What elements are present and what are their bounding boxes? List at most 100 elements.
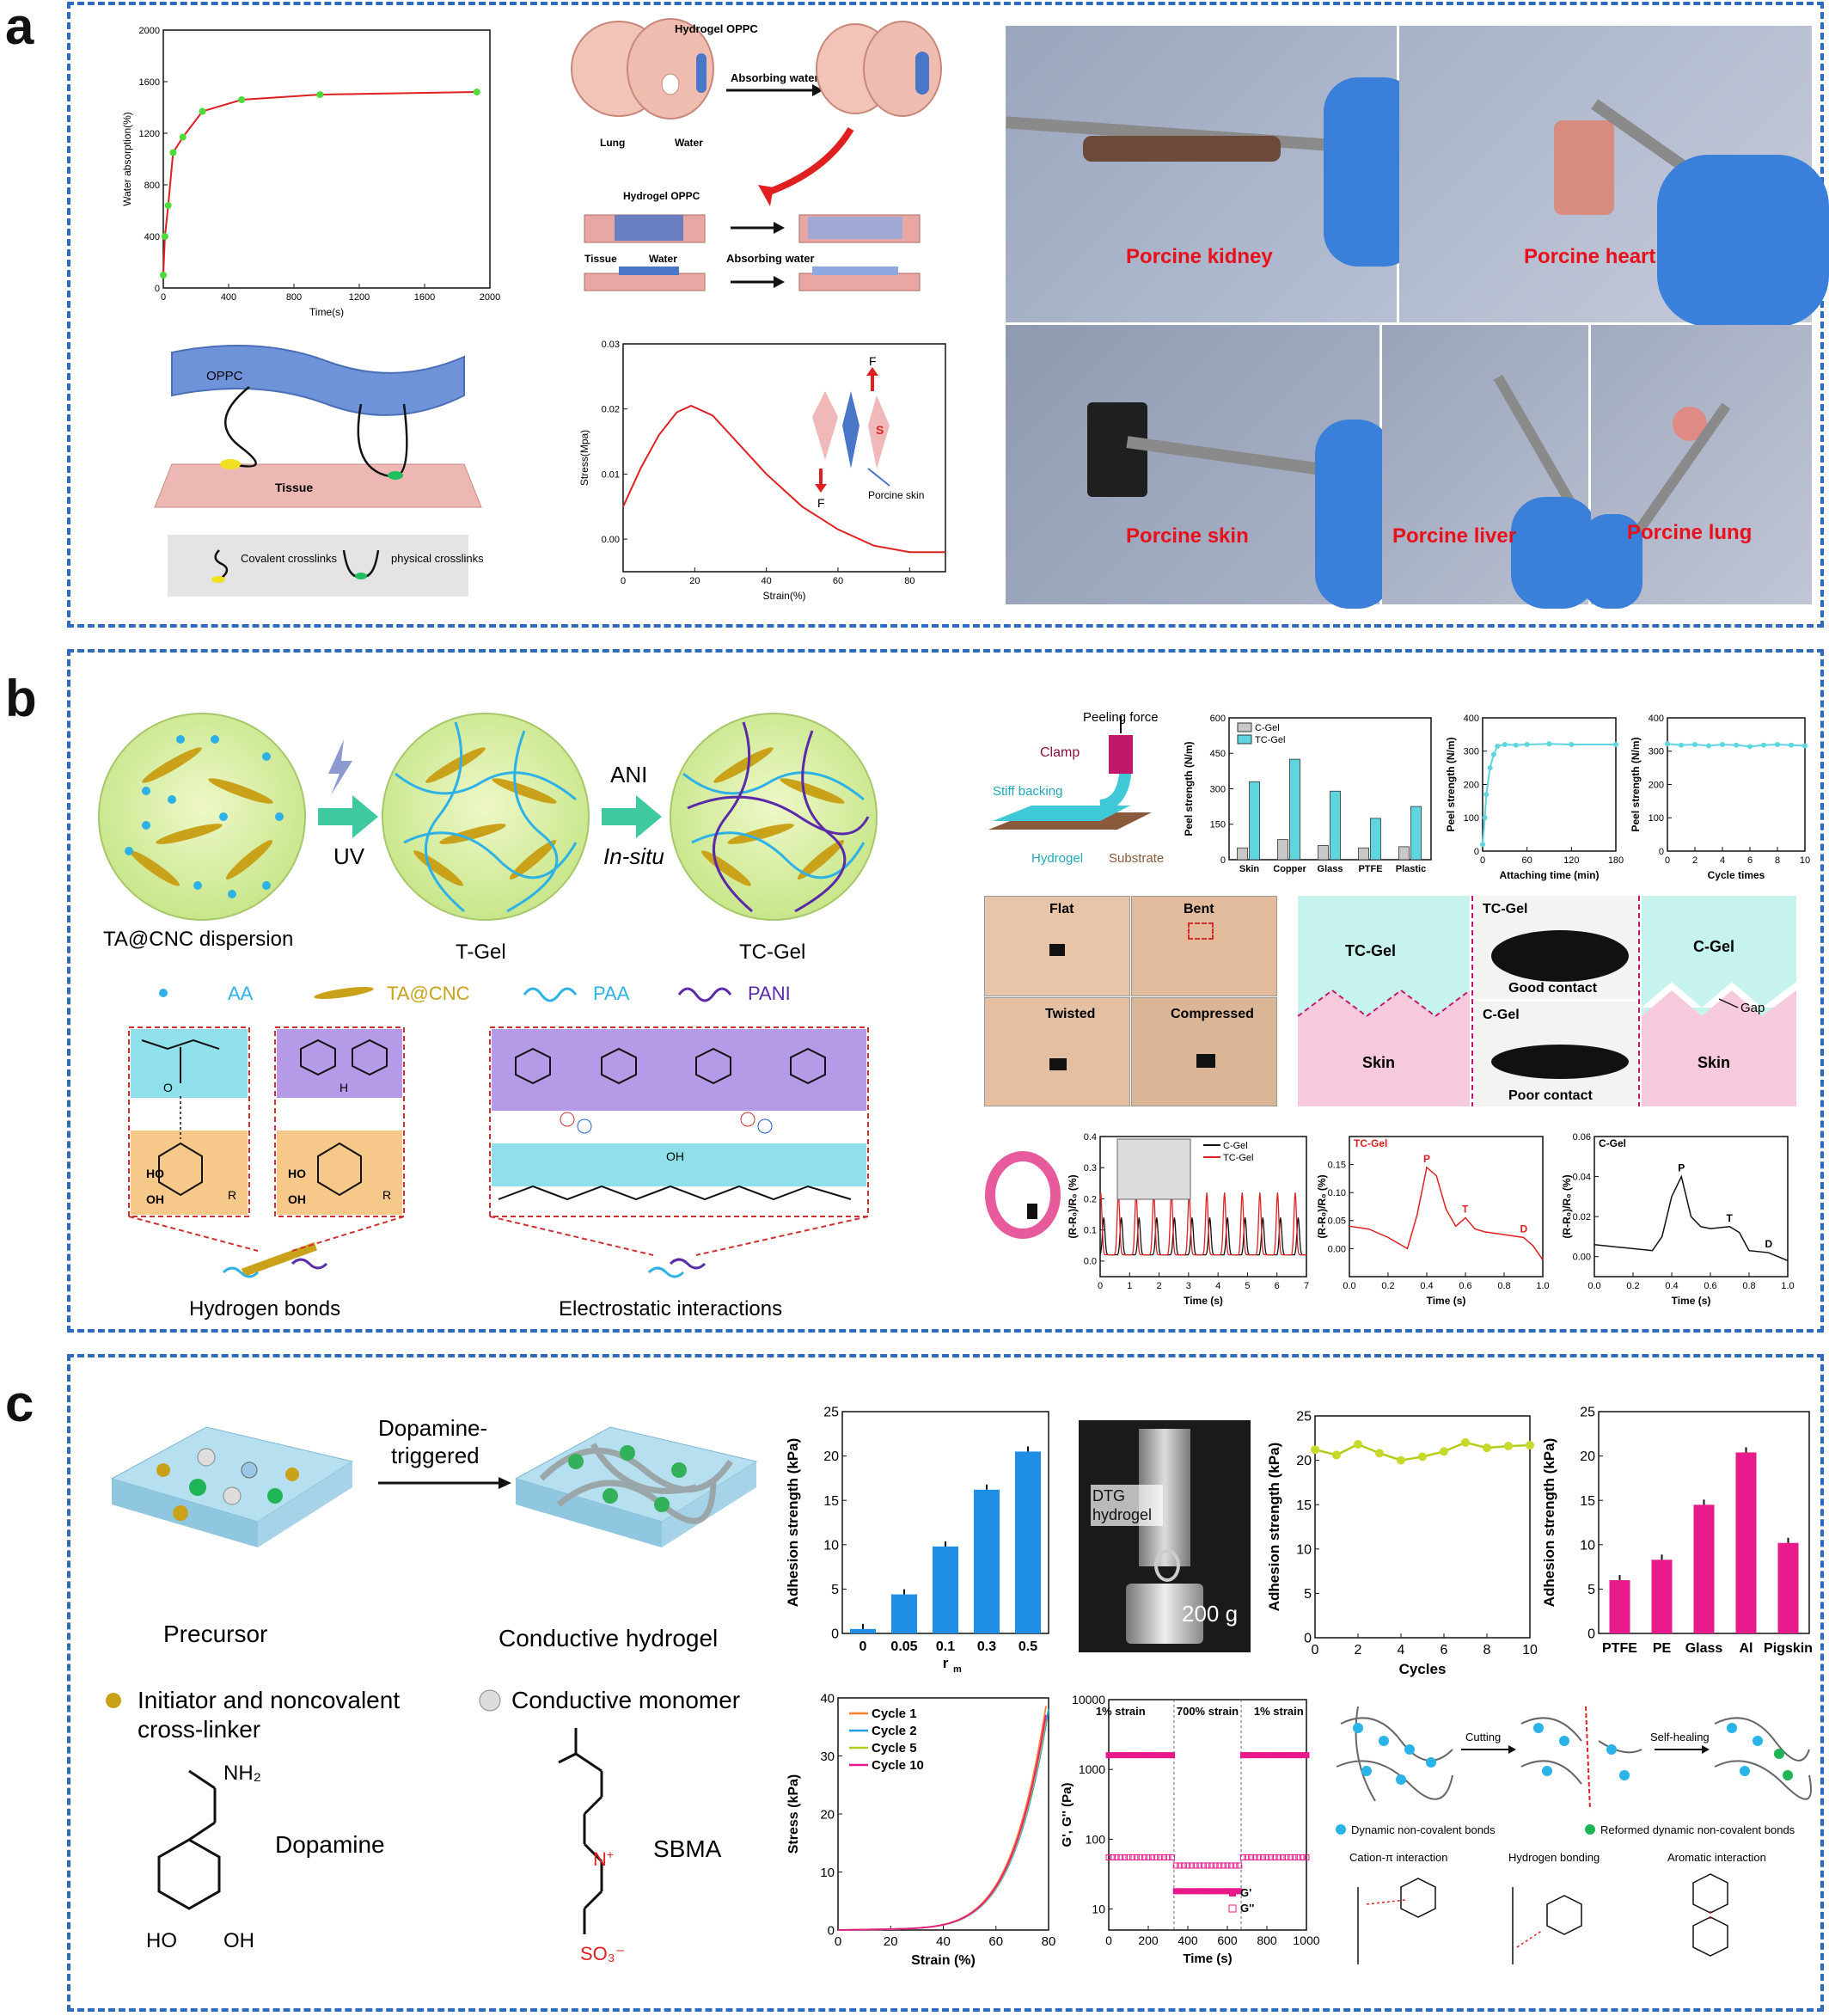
label-peeling-force: Peeling force <box>1083 710 1159 725</box>
data-point-g-double-prime <box>1271 1854 1278 1860</box>
x-tick-label: PE <box>1653 1641 1672 1656</box>
series-line <box>1482 743 1616 845</box>
plot-frame <box>837 1697 1049 1931</box>
legend-label: G'' <box>1240 1902 1254 1915</box>
y-tick-label: 30 <box>820 1749 835 1764</box>
x-tick-label: 0 <box>1098 1281 1103 1291</box>
x-tick-label: 0.6 <box>1459 1281 1471 1291</box>
peak-p: P <box>1423 1153 1430 1165</box>
hydrogel-block-2 <box>808 217 902 239</box>
series-line-water <box>162 91 477 276</box>
label-absorbing-water: Absorbing water <box>731 71 819 84</box>
data-point <box>1397 1455 1405 1465</box>
cut-line <box>1585 1706 1591 1811</box>
clamp <box>1109 735 1133 774</box>
x-axis-label: Time(s) <box>309 306 344 318</box>
label-oh: OH <box>223 1929 254 1952</box>
y-tick-label: 20 <box>1580 1449 1595 1464</box>
covalent-chain <box>224 386 258 468</box>
label-water-2: Water <box>649 253 677 265</box>
x-axis-label: Cycles <box>1399 1661 1447 1677</box>
y-tick-label: 10 <box>823 1538 839 1553</box>
bar <box>1015 1451 1041 1633</box>
peak-p: P <box>1678 1162 1685 1174</box>
caption-porcine-skin: Porcine skin <box>1126 524 1249 548</box>
label-uv: UV <box>333 843 365 869</box>
cut-arrow-head <box>1508 1745 1516 1754</box>
hydrogel-nodes <box>568 1445 687 1512</box>
gel-formation-schematic: UV ANI In-situ TA@CNC dispersion T-Gel T… <box>98 713 878 964</box>
arrow-ani <box>602 795 662 838</box>
covalent-legend-dot <box>211 576 225 583</box>
gel-component-legend: AA TA@CNC PAA PANI <box>159 983 791 1004</box>
network-3 <box>1714 1717 1812 1800</box>
photo-porcine-skin: Porcine skin <box>1006 325 1392 609</box>
hb-box-2 <box>274 1026 405 1217</box>
data-point <box>1706 743 1711 749</box>
data-point <box>179 133 187 141</box>
ei-chain-cyan <box>647 1266 685 1278</box>
s-label: S <box>876 423 884 437</box>
label-tc-gel-mid: TC-Gel <box>1483 902 1527 916</box>
y-axis-label: Adhesion strength (kPa) <box>785 1438 801 1607</box>
y-tick-label: 5 <box>1304 1587 1312 1602</box>
skin-pointer <box>867 468 890 487</box>
bar-TC-Gel <box>1289 758 1300 861</box>
bar-C-Gel <box>1358 847 1369 861</box>
x-axis-label: Attaching time (min) <box>1500 869 1600 881</box>
data-point <box>164 202 172 209</box>
x-tick-label: 0.2 <box>1381 1281 1394 1291</box>
data-point <box>1440 1447 1448 1456</box>
precursor-side-2 <box>258 1461 352 1547</box>
x-tick-label: 0.8 <box>1742 1281 1755 1291</box>
data-point <box>1692 742 1697 747</box>
data-point-g-double-prime <box>1125 1854 1132 1860</box>
photo-porcine-kidney: Porcine kidney <box>1006 26 1418 322</box>
y-tick-label: 0 <box>1220 855 1226 866</box>
physical-dot <box>388 471 403 480</box>
panel-label-a: a <box>5 0 34 55</box>
x-tick-label: 1.0 <box>1781 1281 1794 1291</box>
series-line <box>1593 1174 1789 1262</box>
water-drop <box>661 73 680 95</box>
series-line-stress <box>622 404 945 554</box>
data-point <box>1734 742 1739 748</box>
hb-oh: OH <box>146 1192 164 1206</box>
y-tick-label: 5 <box>831 1583 839 1597</box>
y-tick-label: 400 <box>144 232 160 242</box>
x-tick-label: Pigskin <box>1764 1641 1813 1656</box>
data-point-g-double-prime <box>1141 1854 1147 1860</box>
hb-lead-1 <box>128 1216 259 1252</box>
legend-tacnc: TA@CNC <box>387 983 470 1004</box>
legend-label: Cycle 5 <box>872 1741 917 1756</box>
hb-pani-ring-1 <box>300 1039 336 1076</box>
data-point-g-double-prime <box>1248 1854 1255 1860</box>
label-lung: Lung <box>600 137 625 149</box>
label-tcgel: TC-Gel <box>739 941 805 964</box>
y-tick-label: 0.3 <box>1084 1163 1097 1173</box>
label-reformed: Reformed dynamic non-covalent bonds <box>1600 1823 1795 1836</box>
x-tick-label: 60 <box>1522 855 1532 866</box>
ei-charges <box>560 1112 773 1134</box>
glove <box>1315 420 1392 609</box>
y-tick-label: 10 <box>1296 1542 1312 1557</box>
label-water: Water <box>675 137 703 149</box>
x-tick-label: 0.05 <box>890 1639 917 1654</box>
porcine-skin-tensile-inset: F S F Porcine skin <box>812 354 924 510</box>
label-hydrogen-bonds: Hydrogen bonds <box>189 1297 340 1321</box>
label-twisted: Twisted <box>1045 1007 1096 1021</box>
y-axis-label: Adhesion strength (kPa) <box>1541 1438 1557 1607</box>
cation-pi-structure <box>1357 1878 1436 1964</box>
heal-arrow-head <box>1702 1745 1710 1754</box>
wrist-photo-bent: Bent <box>1131 896 1277 996</box>
x-axis-label: Strain(%) <box>762 590 805 602</box>
tgel-circle <box>382 713 590 921</box>
photo-porcine-heart: Porcine heart <box>1399 26 1829 327</box>
hb-oh-2: OH <box>288 1192 306 1206</box>
panel-b <box>67 649 1824 1333</box>
y-tick-label: 0 <box>1474 847 1479 857</box>
data-point-g-double-prime <box>1299 1854 1306 1860</box>
label-dtg-hydrogel: DTG hydrogel <box>1091 1485 1163 1526</box>
hydrogel-slab <box>619 267 679 275</box>
